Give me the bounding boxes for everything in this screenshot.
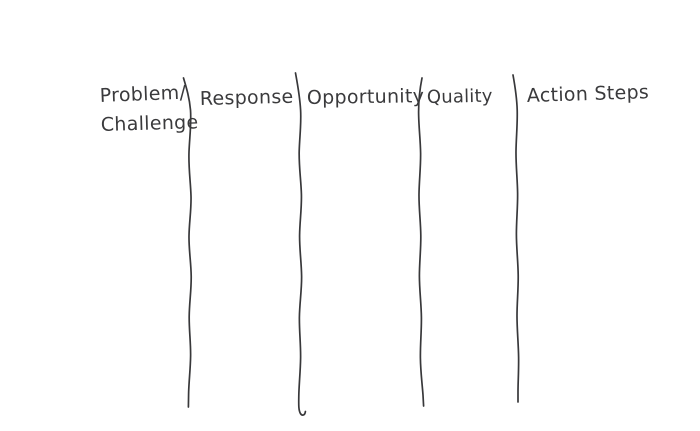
column-header-problem-challenge-line2: Challenge [101,111,199,136]
column-header-quality: Quality [427,86,493,108]
column-body-opportunity[interactable] [301,70,418,420]
column-header-opportunity: Opportunity [307,85,425,109]
column-body-quality[interactable] [421,70,516,420]
divider-line-3 [417,77,425,407]
column-body-response[interactable] [190,70,298,420]
column-header-action-steps: Action Steps [526,81,649,107]
divider-line-1 [182,77,193,408]
column-body-problem-challenge[interactable] [0,70,188,420]
column-header-problem-challenge-line1: Problem/ [99,82,187,107]
column-header-response: Response [200,86,294,110]
divider-line-2 [294,72,307,416]
column-body-action-steps[interactable] [519,70,700,420]
divider-line-4 [512,74,520,403]
